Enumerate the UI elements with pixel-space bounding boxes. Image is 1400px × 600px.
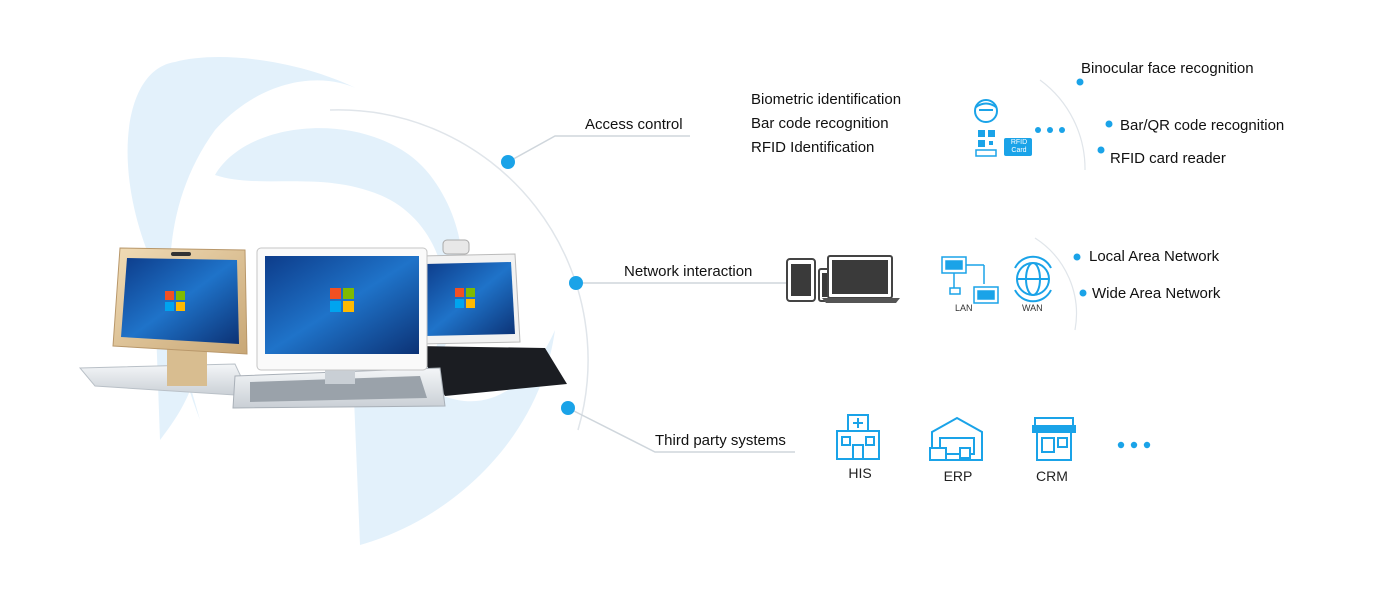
third-party-node	[561, 401, 575, 415]
rfid-card-icon	[1004, 138, 1032, 156]
network-node	[569, 276, 583, 290]
option-wan: Wide Area Network	[1092, 285, 1221, 302]
access-node	[501, 155, 515, 169]
rfid-badge: RFID Card	[1010, 139, 1028, 154]
pos-terminals-illustration	[78, 239, 567, 409]
option-binocular-face: Binocular face recognition	[1081, 60, 1254, 77]
access-control-label: Access control	[585, 116, 683, 133]
wan-label: WAN	[1022, 303, 1043, 313]
access-icons	[974, 99, 1065, 157]
network-devices	[786, 255, 900, 303]
third-party-label: Third party systems	[655, 432, 786, 449]
option-lan: Local Area Network	[1089, 248, 1220, 265]
option-rfid-reader: RFID card reader	[1110, 150, 1226, 167]
feature-biometric: Biometric identification	[751, 91, 902, 108]
face-icon	[974, 99, 998, 123]
lan-wan-icons	[941, 255, 1052, 304]
third-party-icons	[836, 414, 1151, 461]
hospital-icon	[836, 414, 880, 460]
feature-barcode: Bar code recognition	[751, 115, 889, 132]
system-erp: ERP	[943, 468, 973, 484]
laptop-icon	[822, 255, 900, 303]
qr-code-icon	[975, 130, 997, 157]
lan-icon	[941, 256, 999, 304]
wan-globe-icon	[1014, 255, 1052, 303]
feature-rfid: RFID Identification	[751, 139, 875, 156]
lan-label: LAN	[955, 303, 973, 313]
option-bar-qr: Bar/QR code recognition	[1120, 117, 1285, 134]
system-his: HIS	[848, 465, 872, 481]
tablet-icon	[786, 258, 816, 302]
store-icon	[1032, 417, 1076, 461]
system-crm: CRM	[1036, 468, 1068, 484]
warehouse-icon	[929, 416, 983, 461]
network-interaction-label: Network interaction	[624, 263, 753, 280]
